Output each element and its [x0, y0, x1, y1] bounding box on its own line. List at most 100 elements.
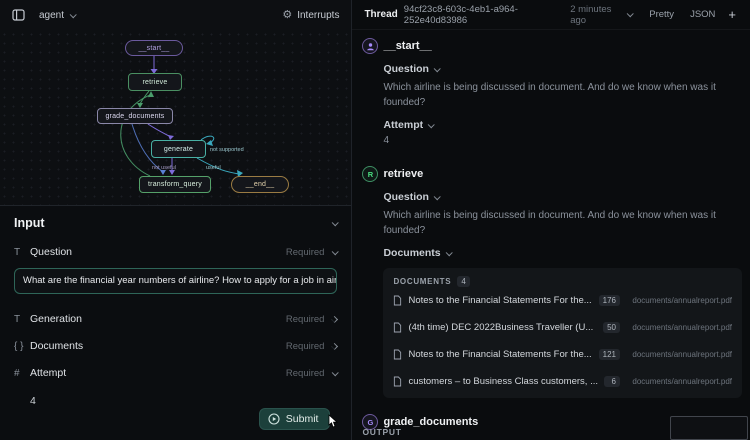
agent-selector[interactable]: agent	[39, 10, 77, 21]
chevron-right-icon	[331, 342, 339, 350]
field-row-attempt[interactable]: # Attempt Required	[14, 364, 340, 382]
floating-overlay-window[interactable]	[670, 416, 748, 440]
thread-id: 94cf23c8-603c-4eb1-a964-252e40d83986	[403, 3, 518, 26]
left-topbar: agent ⚙ Interrupts	[0, 0, 351, 30]
section-grade-documents: G grade_documents	[362, 414, 750, 430]
section-title: grade_documents	[383, 416, 479, 428]
chevron-down-icon	[445, 248, 453, 256]
question-toggle[interactable]: Question	[383, 63, 750, 75]
pretty-view-button[interactable]: Pretty	[644, 7, 679, 22]
edge-label-not-supported: not supported	[210, 147, 244, 153]
attempt-value: 4	[383, 135, 390, 146]
input-panel-title: Input	[14, 216, 45, 230]
play-circle-icon	[268, 413, 280, 425]
chevron-down-icon	[626, 10, 634, 18]
thread-pane: Thread 94cf23c8-603c-4eb1-a964-252e40d83…	[351, 0, 750, 440]
section-title: __start__	[383, 40, 432, 52]
retrieve-avatar: R	[362, 166, 379, 182]
new-thread-button[interactable]: +	[728, 7, 736, 22]
input-panel: Input T Question Required What are the f…	[0, 205, 352, 440]
submit-button[interactable]: Submit	[258, 408, 331, 430]
documents-count-badge: 4	[457, 276, 471, 287]
question-value: Which airline is being discussed in docu…	[383, 210, 716, 236]
text-type-icon: T	[14, 246, 21, 258]
interrupts-label: Interrupts	[297, 9, 340, 21]
thread-body: __start__ Question Which airline is bein…	[352, 30, 750, 440]
field-row-question[interactable]: T Question Required	[14, 243, 340, 261]
sidebar-toggle-button[interactable]	[12, 9, 25, 21]
document-title: Notes to the Financial Statements For th…	[408, 349, 592, 360]
document-icon	[393, 295, 402, 306]
required-badge: Required	[285, 340, 325, 352]
thread-time-dropdown[interactable]: 2 minutes ago	[570, 3, 634, 26]
grade-documents-avatar: G	[362, 414, 379, 430]
document-path: documents/annualreport.pdf	[632, 350, 732, 359]
document-path: documents/annualreport.pdf	[632, 296, 732, 305]
field-label-question: Question	[30, 246, 73, 258]
document-path: documents/annualreport.pdf	[632, 323, 732, 332]
question-toggle[interactable]: Question	[383, 191, 750, 203]
left-pane: agent ⚙ Interrupts	[0, 0, 352, 440]
kv-label-text: Attempt	[383, 119, 424, 131]
graph-node-end[interactable]: __end__	[231, 176, 289, 193]
field-row-documents[interactable]: { } Documents Required	[14, 337, 339, 355]
collapse-input-button[interactable]	[332, 218, 340, 226]
document-row[interactable]: Notes to the Financial Statements For th…	[393, 287, 732, 314]
kv-label-text: Question	[383, 191, 429, 203]
chevron-down-icon	[332, 247, 340, 255]
document-count: 121	[598, 349, 620, 360]
text-type-icon: T	[14, 313, 21, 325]
section-start: __start__ Question Which airline is bein…	[362, 38, 750, 146]
document-icon	[393, 376, 402, 387]
graph-canvas[interactable]: not supported not useful useful __start_…	[0, 30, 352, 205]
required-badge: Required	[285, 313, 325, 325]
graph-node-transform-query[interactable]: transform_query	[139, 176, 211, 193]
required-badge: Required	[285, 367, 325, 379]
thread-header: Thread 94cf23c8-603c-4eb1-a964-252e40d83…	[352, 0, 750, 30]
kv-label-text: Documents	[383, 247, 441, 259]
field-label-documents: Documents	[30, 340, 84, 352]
graph-node-start[interactable]: __start__	[125, 40, 183, 56]
attempt-value: 4	[30, 395, 36, 407]
document-row[interactable]: (4th time) DEC 2022Business Traveller (U…	[393, 314, 732, 341]
documents-toggle[interactable]: Documents	[383, 247, 750, 259]
documents-card-title: DOCUMENTS	[393, 277, 452, 286]
graph-node-generate[interactable]: generate	[151, 140, 206, 158]
documents-card: DOCUMENTS 4 Notes to the Financial State…	[383, 268, 742, 398]
interrupts-icon: ⚙	[282, 8, 293, 21]
section-retrieve: R retrieve Question Which airline is bei…	[362, 166, 750, 398]
attempt-toggle[interactable]: Attempt	[383, 119, 750, 131]
document-row[interactable]: customers – to Business Class customers,…	[393, 368, 732, 395]
document-title: customers – to Business Class customers,…	[408, 376, 598, 387]
person-icon	[367, 42, 374, 50]
field-label-attempt: Attempt	[30, 367, 67, 379]
required-badge: Required	[285, 246, 325, 258]
submit-label: Submit	[285, 413, 319, 425]
question-input[interactable]: What are the financial year numbers of a…	[14, 268, 338, 294]
thread-label: Thread	[364, 9, 398, 20]
json-view-button[interactable]: JSON	[685, 7, 720, 22]
edge-label-useful: useful	[206, 165, 221, 171]
document-count: 176	[598, 295, 620, 306]
graph-node-grade-documents[interactable]: grade_documents	[97, 108, 173, 124]
chevron-down-icon	[69, 10, 77, 18]
document-row[interactable]: Notes to the Financial Statements For th…	[393, 341, 732, 368]
interrupts-button[interactable]: ⚙ Interrupts	[282, 8, 340, 21]
chevron-right-icon	[331, 315, 339, 323]
document-count: 6	[604, 376, 620, 387]
start-avatar	[362, 38, 379, 54]
braces-icon: { }	[14, 340, 24, 352]
document-path: documents/annualreport.pdf	[632, 377, 732, 386]
graph-edges: not supported not useful useful	[120, 56, 244, 177]
chevron-down-icon	[433, 192, 441, 200]
thread-time: 2 minutes ago	[570, 3, 612, 26]
edge-label-not-useful: not useful	[152, 165, 176, 171]
section-title: retrieve	[383, 168, 424, 180]
document-count: 50	[603, 322, 620, 333]
document-icon	[393, 349, 402, 360]
document-title: (4th time) DEC 2022Business Traveller (U…	[408, 322, 594, 333]
graph-node-retrieve[interactable]: retrieve	[128, 73, 182, 91]
hash-icon: #	[14, 367, 20, 379]
field-row-generation[interactable]: T Generation Required	[14, 310, 339, 328]
